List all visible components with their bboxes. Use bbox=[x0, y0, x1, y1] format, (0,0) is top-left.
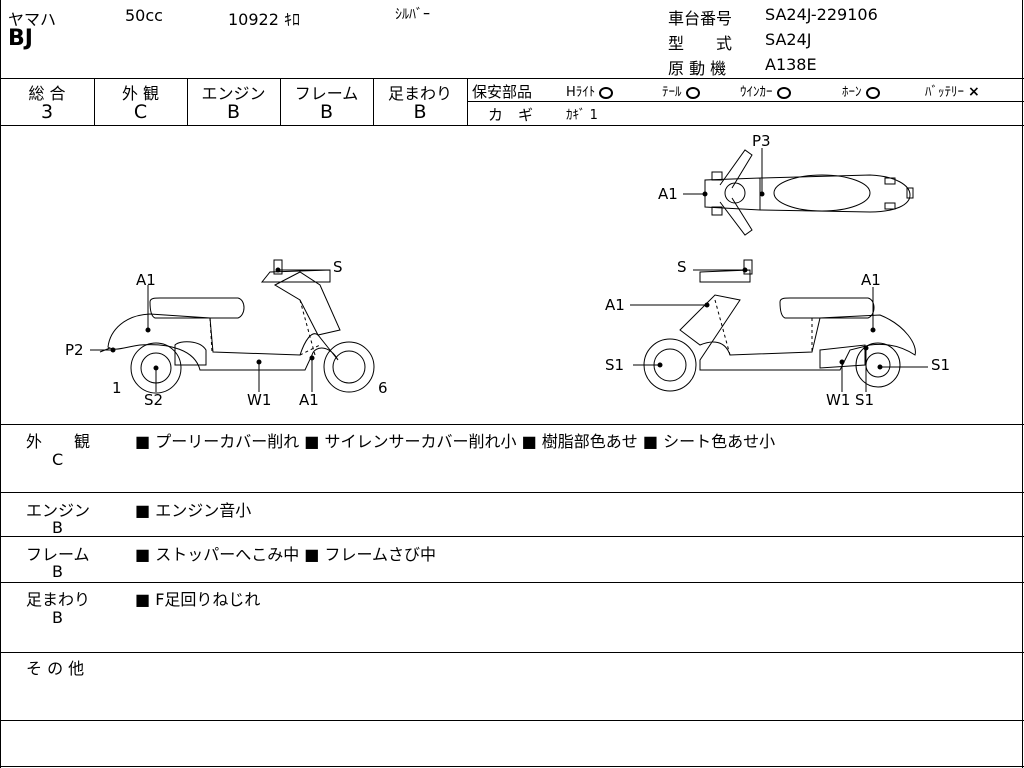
winker-label: ｳｲﾝｶｰ bbox=[740, 85, 773, 100]
border-right bbox=[1022, 0, 1023, 768]
tail-label: ﾃｰﾙ bbox=[662, 85, 682, 100]
label-a1: A1 bbox=[658, 185, 678, 203]
engine-value: A138E bbox=[765, 55, 817, 74]
label-a1: A1 bbox=[605, 296, 625, 314]
note-category: そ の 他 bbox=[26, 659, 85, 678]
safety-parts-label: 保安部品 bbox=[472, 83, 533, 101]
top-scooter-drawing bbox=[704, 149, 914, 236]
divider bbox=[0, 652, 1024, 653]
note-text: ■ エンジン音小 bbox=[135, 501, 252, 520]
color: ｼﾙﾊﾞｰ bbox=[395, 7, 430, 23]
note-category: フレーム bbox=[26, 545, 90, 564]
label-p3: P3 bbox=[752, 132, 771, 150]
cross-icon: × bbox=[968, 84, 980, 100]
headlight-label: Hﾗｲﾄ bbox=[566, 85, 596, 100]
safety-horn: ﾎｰﾝ bbox=[842, 81, 880, 100]
key-value: ｶｷﾞ 1 bbox=[566, 108, 598, 123]
note-grade: B bbox=[52, 608, 63, 627]
engine-grade-label: エンジン bbox=[201, 84, 266, 103]
note-text: ■ プーリーカバー削れ ■ サイレンサーカバー削れ小 ■ 樹脂部色あせ ■ シー… bbox=[135, 432, 776, 451]
divider bbox=[0, 125, 1024, 126]
divider bbox=[0, 424, 1024, 425]
label-s: S bbox=[677, 258, 687, 276]
divider bbox=[187, 78, 188, 125]
exterior-label: 外 観 bbox=[121, 84, 160, 103]
suspension-grade-label: 足まわり bbox=[387, 84, 452, 103]
divider bbox=[0, 582, 1024, 583]
note-text: ■ ストッパーへこみ中 ■ フレームさび中 bbox=[135, 545, 437, 564]
note-grade: B bbox=[52, 562, 63, 581]
mileage: 10922 ｷﾛ bbox=[228, 10, 300, 29]
ok-circle-icon bbox=[599, 86, 614, 99]
ok-circle-icon bbox=[776, 86, 791, 99]
label-s1: S1 bbox=[605, 356, 624, 374]
label-s: S bbox=[333, 258, 343, 276]
rear-wheel bbox=[130, 342, 182, 394]
overall-label: 総 合 bbox=[28, 84, 66, 103]
exterior-grade: C bbox=[133, 101, 148, 123]
note-category: 足まわり bbox=[26, 590, 91, 609]
divider bbox=[467, 101, 1024, 102]
frame-no-label: 車台番号 bbox=[668, 9, 733, 28]
seat-top bbox=[773, 174, 871, 212]
label-1: 1 bbox=[112, 379, 122, 397]
engine-label: 原 動 機 bbox=[668, 59, 727, 78]
engine-grade: B bbox=[226, 101, 241, 123]
note-grade: B bbox=[52, 518, 63, 537]
scooter-diagram: A1 S P2 1 S2 W1 A1 6 S A1 A1 S1 S1 W1 S1… bbox=[65, 132, 950, 409]
key-label: カ ギ bbox=[488, 106, 534, 124]
label-6: 6 bbox=[378, 379, 388, 397]
displacement: 50cc bbox=[125, 6, 163, 25]
maker: ヤマハ bbox=[8, 10, 57, 29]
divider bbox=[0, 766, 1024, 767]
safety-tail: ﾃｰﾙ bbox=[662, 81, 700, 100]
divider bbox=[373, 78, 374, 125]
type-value: SA24J bbox=[765, 30, 812, 49]
note-category: 外 観 bbox=[26, 432, 91, 451]
model-name: BJ bbox=[8, 26, 33, 51]
overall-grade: 3 bbox=[40, 101, 54, 123]
suspension-grade: B bbox=[413, 101, 427, 123]
front-wheel bbox=[323, 341, 375, 393]
frame-grade: B bbox=[319, 101, 334, 123]
safety-winker: ｳｲﾝｶｰ bbox=[740, 81, 791, 100]
left-scooter-drawing bbox=[99, 259, 375, 394]
divider bbox=[0, 536, 1024, 537]
seat bbox=[149, 297, 245, 319]
label-a1: A1 bbox=[861, 271, 881, 289]
ok-circle-icon bbox=[865, 86, 880, 99]
battery-label: ﾊﾞｯﾃﾘｰ bbox=[925, 85, 964, 100]
label-w1: W1 bbox=[247, 391, 271, 409]
border-left bbox=[0, 0, 1, 768]
divider bbox=[0, 492, 1024, 493]
divider bbox=[0, 720, 1024, 721]
divider bbox=[94, 78, 95, 125]
label-a1: A1 bbox=[136, 271, 156, 289]
label-p2: P2 bbox=[65, 341, 84, 359]
label-a1: A1 bbox=[299, 391, 319, 409]
horn-label: ﾎｰﾝ bbox=[842, 85, 862, 100]
note-category: エンジン bbox=[26, 501, 91, 520]
note-grade: C bbox=[52, 450, 64, 469]
rear-wheel bbox=[855, 342, 901, 388]
note-text: ■ F足回りねじれ bbox=[135, 590, 261, 609]
divider bbox=[467, 78, 468, 125]
type-label: 型 式 bbox=[668, 34, 733, 53]
safety-headlight: Hﾗｲﾄ bbox=[566, 81, 614, 100]
label-s2: S2 bbox=[144, 391, 163, 409]
divider bbox=[0, 78, 1024, 79]
safety-battery: ﾊﾞｯﾃﾘｰ × bbox=[925, 81, 980, 100]
label-s1: S1 bbox=[855, 391, 874, 409]
label-s1: S1 bbox=[931, 356, 950, 374]
divider bbox=[280, 78, 281, 125]
ok-circle-icon bbox=[685, 86, 700, 99]
frame-grade-label: フレーム bbox=[294, 84, 359, 103]
label-w1: W1 bbox=[826, 391, 850, 409]
seat bbox=[779, 297, 875, 319]
frame-no: SA24J-229106 bbox=[765, 5, 878, 24]
